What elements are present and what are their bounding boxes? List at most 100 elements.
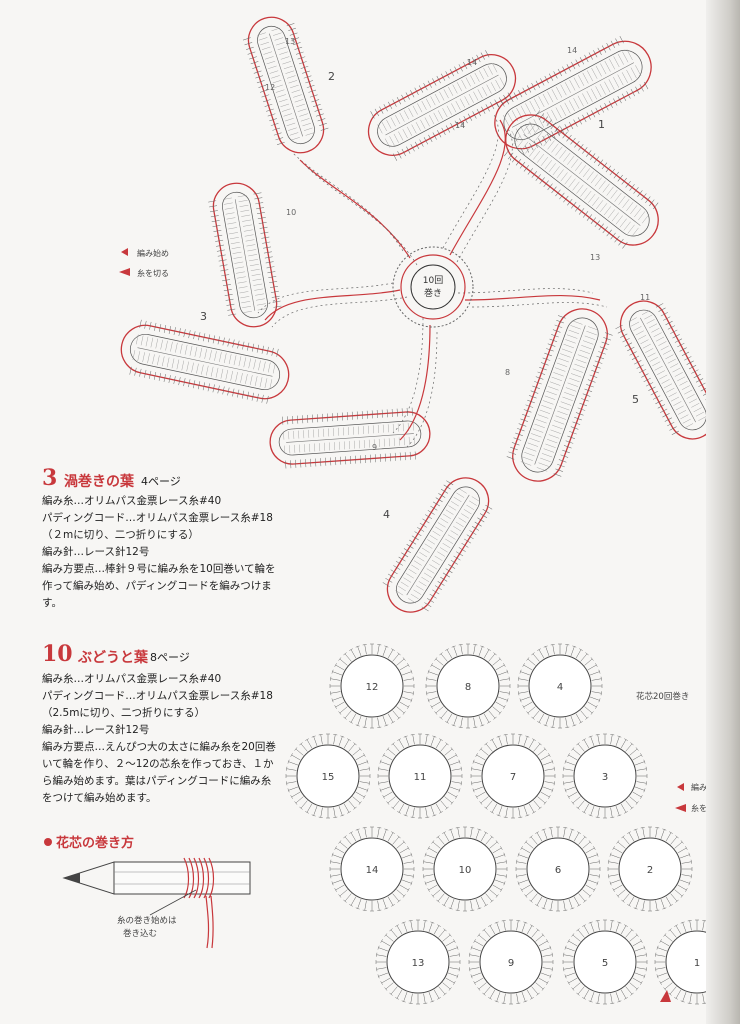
swirl-stitch-path bbox=[471, 302, 608, 308]
pattern3-line-4: 編み針…レース針12号 bbox=[42, 546, 150, 558]
grape-core: 14 bbox=[329, 826, 415, 912]
leaf-arm bbox=[504, 110, 659, 249]
swirl-stitch-path bbox=[399, 324, 431, 441]
center-ring bbox=[392, 246, 474, 328]
pencil-icon bbox=[62, 861, 251, 895]
section-number-3: 3 bbox=[200, 310, 207, 323]
grape-start-marker-icon bbox=[660, 990, 671, 1002]
pattern10-line-5: 編み方要点…えんぴつ大の太さに編み糸を20回巻 bbox=[42, 741, 276, 753]
grape-core: 8 bbox=[425, 643, 511, 729]
grape-core: 2 bbox=[607, 826, 693, 912]
svg-text:13: 13 bbox=[285, 37, 295, 46]
center-label-1: 10回 bbox=[423, 275, 443, 286]
grape-core-note: 花芯20回巻き bbox=[636, 691, 689, 702]
round-labels: 14 14 13 12 14 13 11 10 9 8 bbox=[265, 37, 650, 452]
grape-core-number: 1 bbox=[694, 958, 700, 969]
pattern10-line-3: （2.5mに切り、二つ折りにする） bbox=[42, 707, 206, 719]
legend-cut-label: 糸を切る bbox=[137, 268, 169, 278]
grape-core: 3 bbox=[562, 733, 648, 819]
grape-core: 12 bbox=[329, 643, 415, 729]
grape-start-arrow-icon bbox=[677, 783, 684, 791]
svg-text:14: 14 bbox=[467, 58, 477, 67]
grape-cut-thread-icon bbox=[675, 804, 686, 812]
grape-core-number: 10 bbox=[459, 865, 472, 876]
pattern10-line-6: いて輪を作り、２～12の芯糸を作っておき、１か bbox=[42, 758, 274, 770]
swirl-stitch-path bbox=[442, 112, 499, 249]
swirl-stitch-path bbox=[264, 289, 401, 321]
svg-text:12: 12 bbox=[265, 83, 275, 92]
section-number-1: 1 bbox=[598, 118, 605, 131]
swirl-stitch-path bbox=[406, 331, 438, 448]
grape-core-number: 13 bbox=[412, 958, 425, 969]
center-label-2: 巻き bbox=[424, 287, 442, 299]
grape-core-number: 8 bbox=[465, 682, 471, 693]
grape-core-number: 6 bbox=[555, 865, 561, 876]
legend-start-label: 編み始め bbox=[137, 248, 169, 258]
grape-core-number: 14 bbox=[366, 865, 379, 876]
leaf-arm bbox=[269, 407, 431, 469]
pattern3-number: 3 bbox=[42, 465, 58, 491]
leaf-legend bbox=[119, 248, 130, 276]
pattern10-line-4: 編み針…レース針12号 bbox=[42, 724, 150, 736]
grape-core-number: 2 bbox=[647, 865, 653, 876]
pattern3-line-5: 編み方要点…棒針９号に編み糸を10回巻いて輪を bbox=[42, 563, 276, 575]
svg-text:8: 8 bbox=[505, 368, 510, 377]
svg-text:11: 11 bbox=[640, 293, 650, 302]
leaf-arm bbox=[382, 477, 493, 613]
pattern3-line-7: す。 bbox=[42, 597, 62, 609]
bullet-dot-icon bbox=[44, 838, 52, 846]
pattern10-line-1: 編み糸…オリムパス金票レース糸#40 bbox=[42, 673, 222, 685]
grape-core: 13 bbox=[375, 919, 461, 1005]
grape-core: 7 bbox=[470, 733, 556, 819]
pattern3-line-2: パディングコード…オリムパス金票レース糸#18 bbox=[42, 512, 273, 524]
section-number-4: 4 bbox=[383, 508, 390, 521]
svg-text:14: 14 bbox=[567, 46, 577, 55]
pattern3-line-6: 作って編み始め、パディングコードを編みつけま bbox=[42, 580, 272, 592]
grape-core-number: 12 bbox=[366, 682, 379, 693]
grape-core-number: 11 bbox=[414, 772, 427, 783]
pattern3-line-1: 編み糸…オリムパス金票レース糸#40 bbox=[42, 495, 222, 507]
pattern10-line-2: パディングコード…オリムパス金票レース糸#18 bbox=[42, 690, 273, 702]
swirl-stitch-path bbox=[456, 126, 513, 263]
swirl-stitch-path bbox=[392, 317, 424, 434]
grape-core-number: 15 bbox=[322, 772, 335, 783]
grape-core: 15 bbox=[285, 733, 371, 819]
pattern3-line-3: （２mに切り、二つ折りにする） bbox=[42, 529, 199, 541]
pattern10-number: 10 bbox=[42, 641, 73, 667]
swirl-stitch-path bbox=[457, 288, 594, 294]
cut-thread-icon bbox=[119, 268, 130, 276]
section-number-5: 5 bbox=[632, 393, 639, 406]
grape-core: 6 bbox=[515, 826, 601, 912]
svg-text:13: 13 bbox=[590, 253, 600, 262]
leaf-arm bbox=[208, 182, 282, 328]
pattern10-title: ぶどうと葉 bbox=[78, 650, 148, 666]
grape-core-number: 3 bbox=[602, 772, 608, 783]
grape-core-number: 5 bbox=[602, 958, 608, 969]
grape-core-number: 9 bbox=[508, 958, 514, 969]
grape-core: 9 bbox=[468, 919, 554, 1005]
pattern10-page-ref: 8ページ bbox=[150, 651, 190, 664]
pattern3-page-ref: 4ページ bbox=[141, 475, 181, 488]
pattern10-line-8: をつけて編み始めます。 bbox=[42, 792, 157, 804]
swirl-stitch-path bbox=[449, 119, 506, 256]
grape-core: 10 bbox=[422, 826, 508, 912]
grape-core: 11 bbox=[377, 733, 463, 819]
leaf-arm bbox=[494, 36, 652, 155]
pattern3-title: 渦巻きの葉 bbox=[64, 474, 134, 490]
wound-thread-icon bbox=[149, 857, 215, 949]
leaf-arm bbox=[506, 308, 613, 482]
svg-text:9: 9 bbox=[372, 443, 377, 452]
swirl-stitch-path bbox=[464, 294, 601, 301]
leaf-arm bbox=[120, 319, 290, 404]
swirl-stitch-path bbox=[299, 159, 411, 259]
swirl-paths bbox=[257, 112, 608, 448]
section-number-2: 2 bbox=[328, 70, 335, 83]
leaf-arm bbox=[242, 16, 329, 154]
grape-core-number: 4 bbox=[557, 682, 563, 693]
start-arrow-icon bbox=[121, 248, 128, 256]
leaf-arms bbox=[120, 16, 720, 613]
